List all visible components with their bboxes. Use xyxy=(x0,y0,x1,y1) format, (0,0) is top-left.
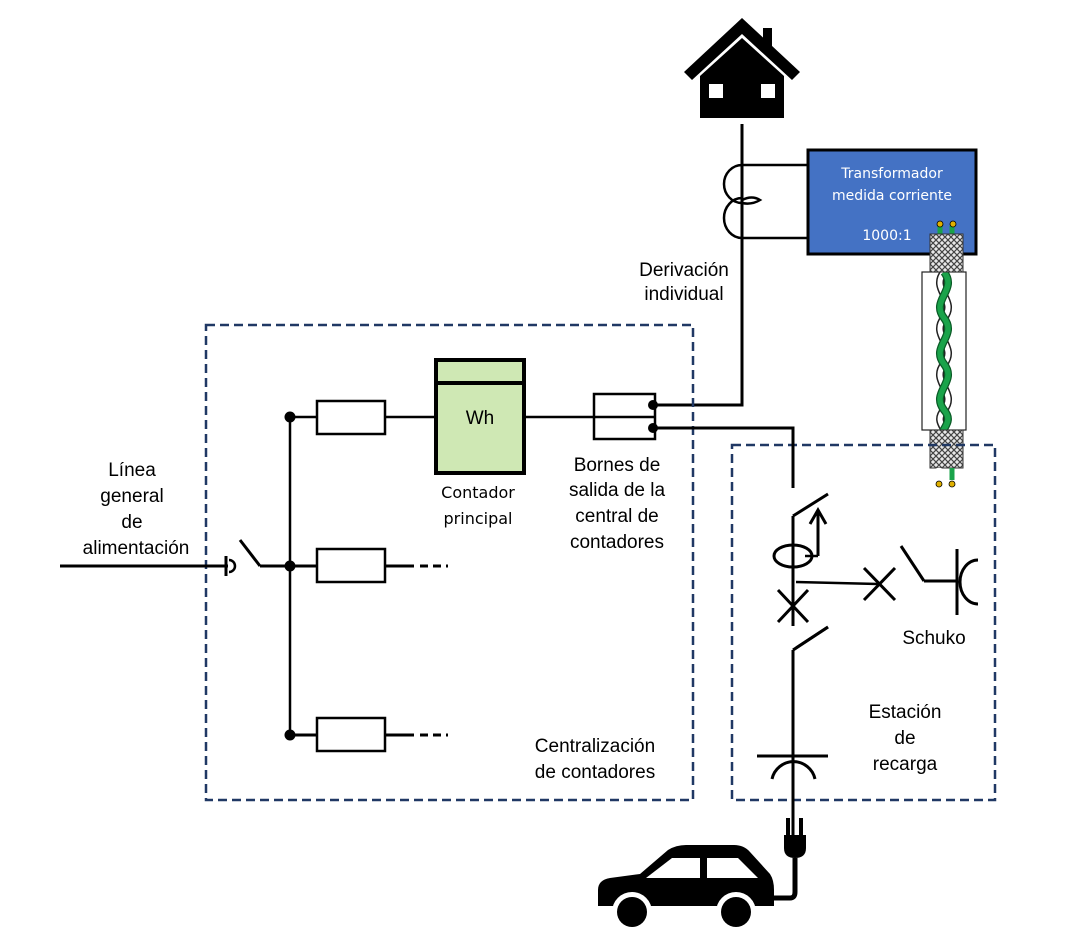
meter-symbol: Wh xyxy=(466,408,495,429)
station-switch xyxy=(792,625,829,652)
twisted-pair-cable-icon xyxy=(921,220,967,488)
contador-label-1: Contador xyxy=(441,483,515,502)
schuko-label: Schuko xyxy=(902,628,965,649)
station-feed-wire xyxy=(655,426,795,488)
fuse-1 xyxy=(315,399,387,436)
transformer-ratio: 1000:1 xyxy=(862,228,911,244)
bornes-label-4: contadores xyxy=(570,532,664,553)
current-transformer-coil xyxy=(722,163,808,240)
centralizacion-box xyxy=(204,323,695,802)
linea-label-4: alimentación xyxy=(83,538,190,559)
ev-outlet xyxy=(757,754,828,780)
derivacion-label-2: individual xyxy=(644,284,723,305)
bornes-label-1: Bornes de xyxy=(574,455,661,476)
schuko-socket xyxy=(899,545,979,615)
bornes-label-2: salida de la xyxy=(569,480,666,501)
electric-car-icon xyxy=(598,845,774,932)
output-terminals xyxy=(592,392,658,441)
transformer-label-1: Transformador xyxy=(840,166,943,182)
centralizacion-label-1: Centralización xyxy=(535,736,655,757)
bornes-label-3: central de xyxy=(575,506,658,527)
estacion-box xyxy=(730,443,997,802)
differential-breaker xyxy=(772,492,829,836)
linea-label-1: Línea xyxy=(108,460,156,481)
transformer-label-2: medida corriente xyxy=(832,188,952,204)
linea-label-2: general xyxy=(100,486,163,507)
centralizacion-label-2: de contadores xyxy=(535,762,655,783)
linea-label-3: de xyxy=(121,512,142,533)
derivacion-wire xyxy=(655,124,744,407)
estacion-label-2: de xyxy=(894,728,915,749)
fuse-2 xyxy=(315,547,387,584)
main-meter: Wh xyxy=(434,358,526,475)
plug-icon xyxy=(774,818,806,901)
estacion-label-1: Estación xyxy=(869,702,942,723)
contador-label-2: principal xyxy=(444,509,513,528)
derivacion-label-1: Derivación xyxy=(639,260,729,281)
estacion-label-3: recarga xyxy=(873,754,938,775)
main-switch xyxy=(238,539,262,567)
house-icon xyxy=(684,18,800,118)
fuse-3 xyxy=(315,716,387,753)
